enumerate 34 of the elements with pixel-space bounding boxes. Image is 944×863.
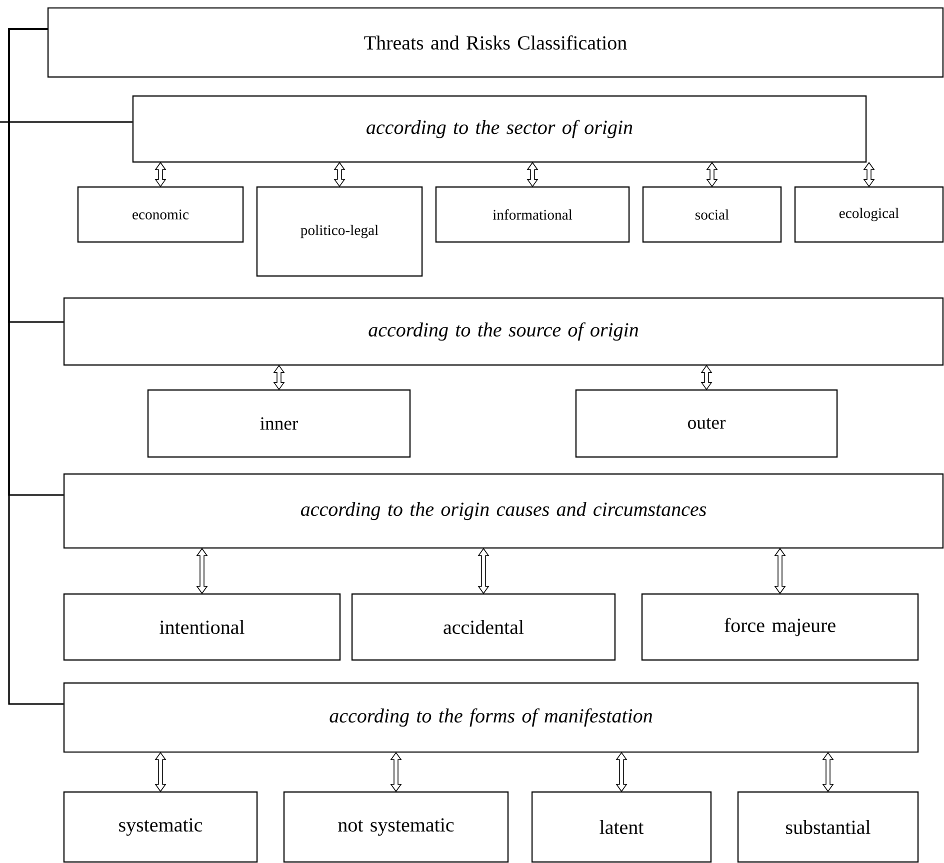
double-arrow [822, 752, 834, 792]
class-box: force majeure [641, 593, 919, 661]
category-box: according to the origin causes and circumstances [63, 473, 944, 549]
double-arrow [478, 548, 490, 594]
double-arrow [526, 162, 538, 188]
class-box: outer [575, 389, 838, 458]
class-box: social [642, 186, 782, 243]
category-box: according to the sector of origin [132, 95, 867, 163]
double-arrow [700, 364, 712, 390]
double-arrow [273, 364, 285, 390]
double-arrow [390, 752, 402, 792]
class-box: politico-legal [256, 186, 423, 277]
class-box: accidental [351, 593, 616, 661]
class-box: ecological [794, 186, 944, 243]
class-box: informational [435, 186, 630, 243]
class-box: systematic [63, 791, 258, 863]
double-arrow [706, 162, 718, 188]
double-arrow [863, 162, 875, 188]
class-box: inner [147, 389, 411, 458]
category-box: according to the source of origin [63, 297, 944, 366]
double-arrow [196, 548, 208, 594]
double-arrow [154, 162, 166, 188]
class-box: latent [531, 791, 712, 863]
class-box: intentional [63, 593, 341, 661]
double-arrow [334, 162, 346, 188]
class-box: economic [77, 186, 244, 243]
class-box: substantial [737, 791, 919, 863]
title-box: Threats and Risks Classification [47, 7, 944, 78]
connector-line [8, 28, 64, 705]
double-arrow [774, 548, 786, 594]
class-box: not systematic [283, 791, 509, 863]
double-arrow [154, 752, 166, 792]
category-box: according to the forms of manifestation [63, 682, 919, 753]
double-arrow [616, 752, 628, 792]
